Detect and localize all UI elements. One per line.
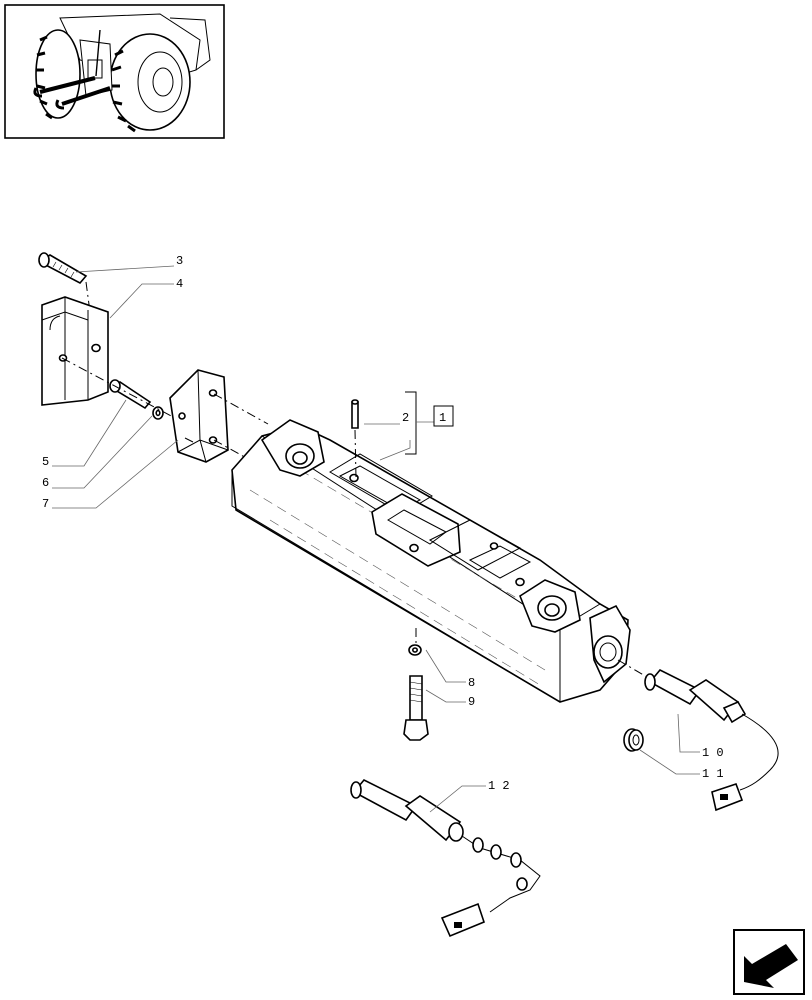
tractor-thumbnail (4, 4, 225, 139)
callout-1-box (433, 405, 454, 427)
callout-1: 1 (439, 411, 446, 425)
callout-labels: 1 2 3 4 5 6 7 8 9 1 0 1 1 1 2 (42, 254, 724, 793)
bolt-3 (38, 252, 88, 285)
previous-page-arrow-icon[interactable] (733, 929, 805, 995)
pin-2 (351, 399, 359, 429)
draft-sensor-body (231, 419, 631, 703)
connector-10 (644, 669, 779, 812)
washer-6 (152, 406, 164, 420)
leader-lines (52, 265, 700, 813)
callout-11: 1 1 (702, 767, 724, 781)
callout-10: 1 0 (702, 746, 724, 760)
bolt-9 (403, 675, 429, 741)
callout-6: 6 (42, 476, 49, 490)
callout-5: 5 (42, 455, 49, 469)
clip-11 (623, 728, 644, 752)
callout-7: 7 (42, 497, 49, 511)
callout-3: 3 (176, 254, 183, 268)
callout-4: 4 (176, 277, 183, 291)
callout-12: 1 2 (488, 779, 510, 793)
washer-8 (408, 644, 422, 656)
bracket-4 (41, 296, 109, 406)
cable-sensor-12 (350, 779, 541, 938)
callout-9: 9 (468, 695, 475, 709)
plate-7 (169, 369, 229, 463)
callout-2: 2 (402, 411, 409, 425)
callout-8: 8 (468, 676, 475, 690)
